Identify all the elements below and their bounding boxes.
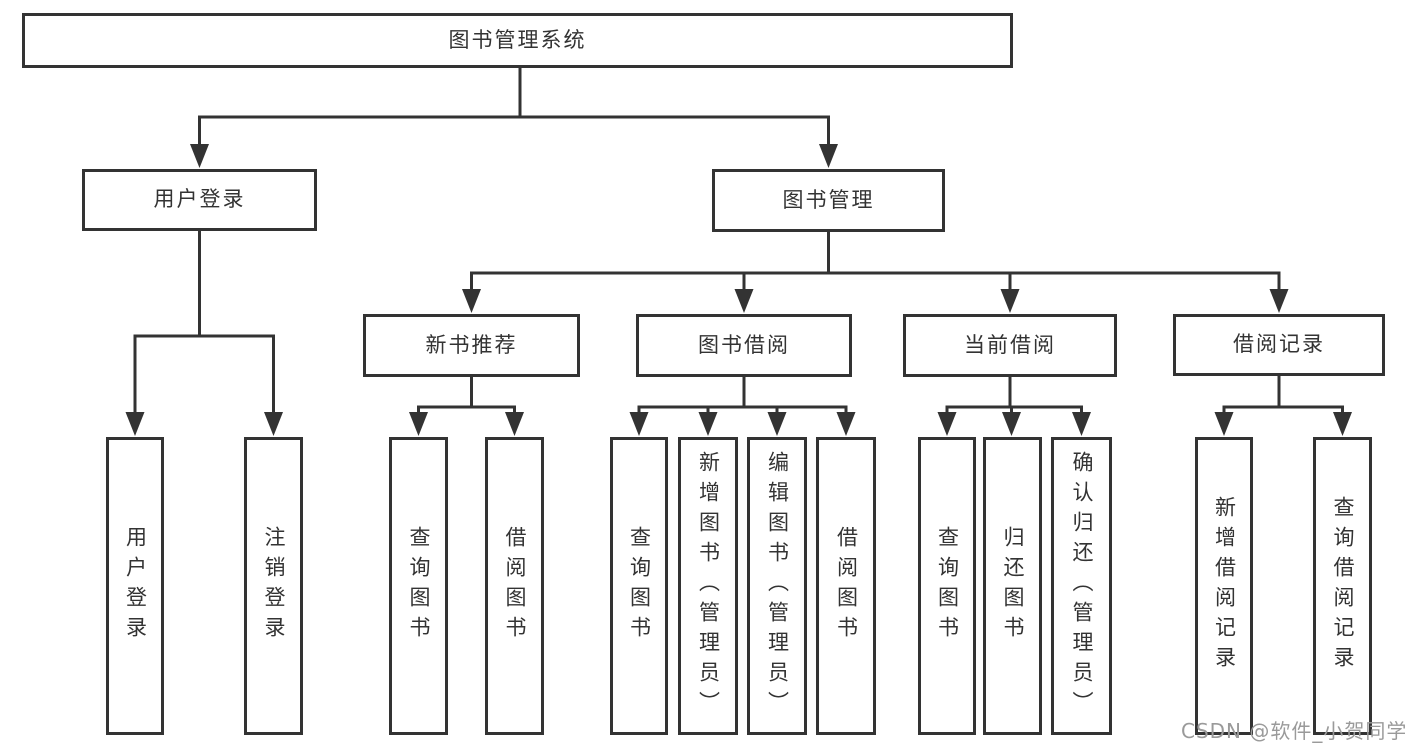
leaf-borrow-books-recommend: 借阅图书 (485, 437, 544, 735)
leaf-query-books-current: 查询图书 (918, 437, 976, 735)
leaf-return-books: 归还图书 (983, 437, 1042, 735)
leaf-user-login: 用户登录 (106, 437, 164, 735)
node-new-book-recommend: 新书推荐 (363, 314, 580, 377)
leaf-logout: 注销登录 (244, 437, 303, 735)
leaf-add-book-admin: 新增图书（管理员） (678, 437, 738, 735)
leaf-query-books-recommend: 查询图书 (389, 437, 448, 735)
leaf-borrow-books: 借阅图书 (816, 437, 876, 735)
node-user-login: 用户登录 (82, 169, 317, 231)
leaf-query-borrow-record: 查询借阅记录 (1313, 437, 1372, 735)
leaf-add-borrow-record: 新增借阅记录 (1195, 437, 1253, 735)
csdn-watermark: CSDN @软件_小贺同学 (1181, 719, 1405, 743)
leaf-edit-book-admin: 编辑图书（管理员） (747, 437, 807, 735)
node-book-borrow: 图书借阅 (636, 314, 852, 377)
leaf-query-books-borrow: 查询图书 (610, 437, 668, 735)
leaf-confirm-return-admin: 确认归还（管理员） (1051, 437, 1112, 735)
node-book-management: 图书管理 (712, 169, 945, 232)
node-current-borrow: 当前借阅 (903, 314, 1117, 377)
node-borrow-records: 借阅记录 (1173, 314, 1385, 376)
node-library-system: 图书管理系统 (22, 13, 1013, 68)
